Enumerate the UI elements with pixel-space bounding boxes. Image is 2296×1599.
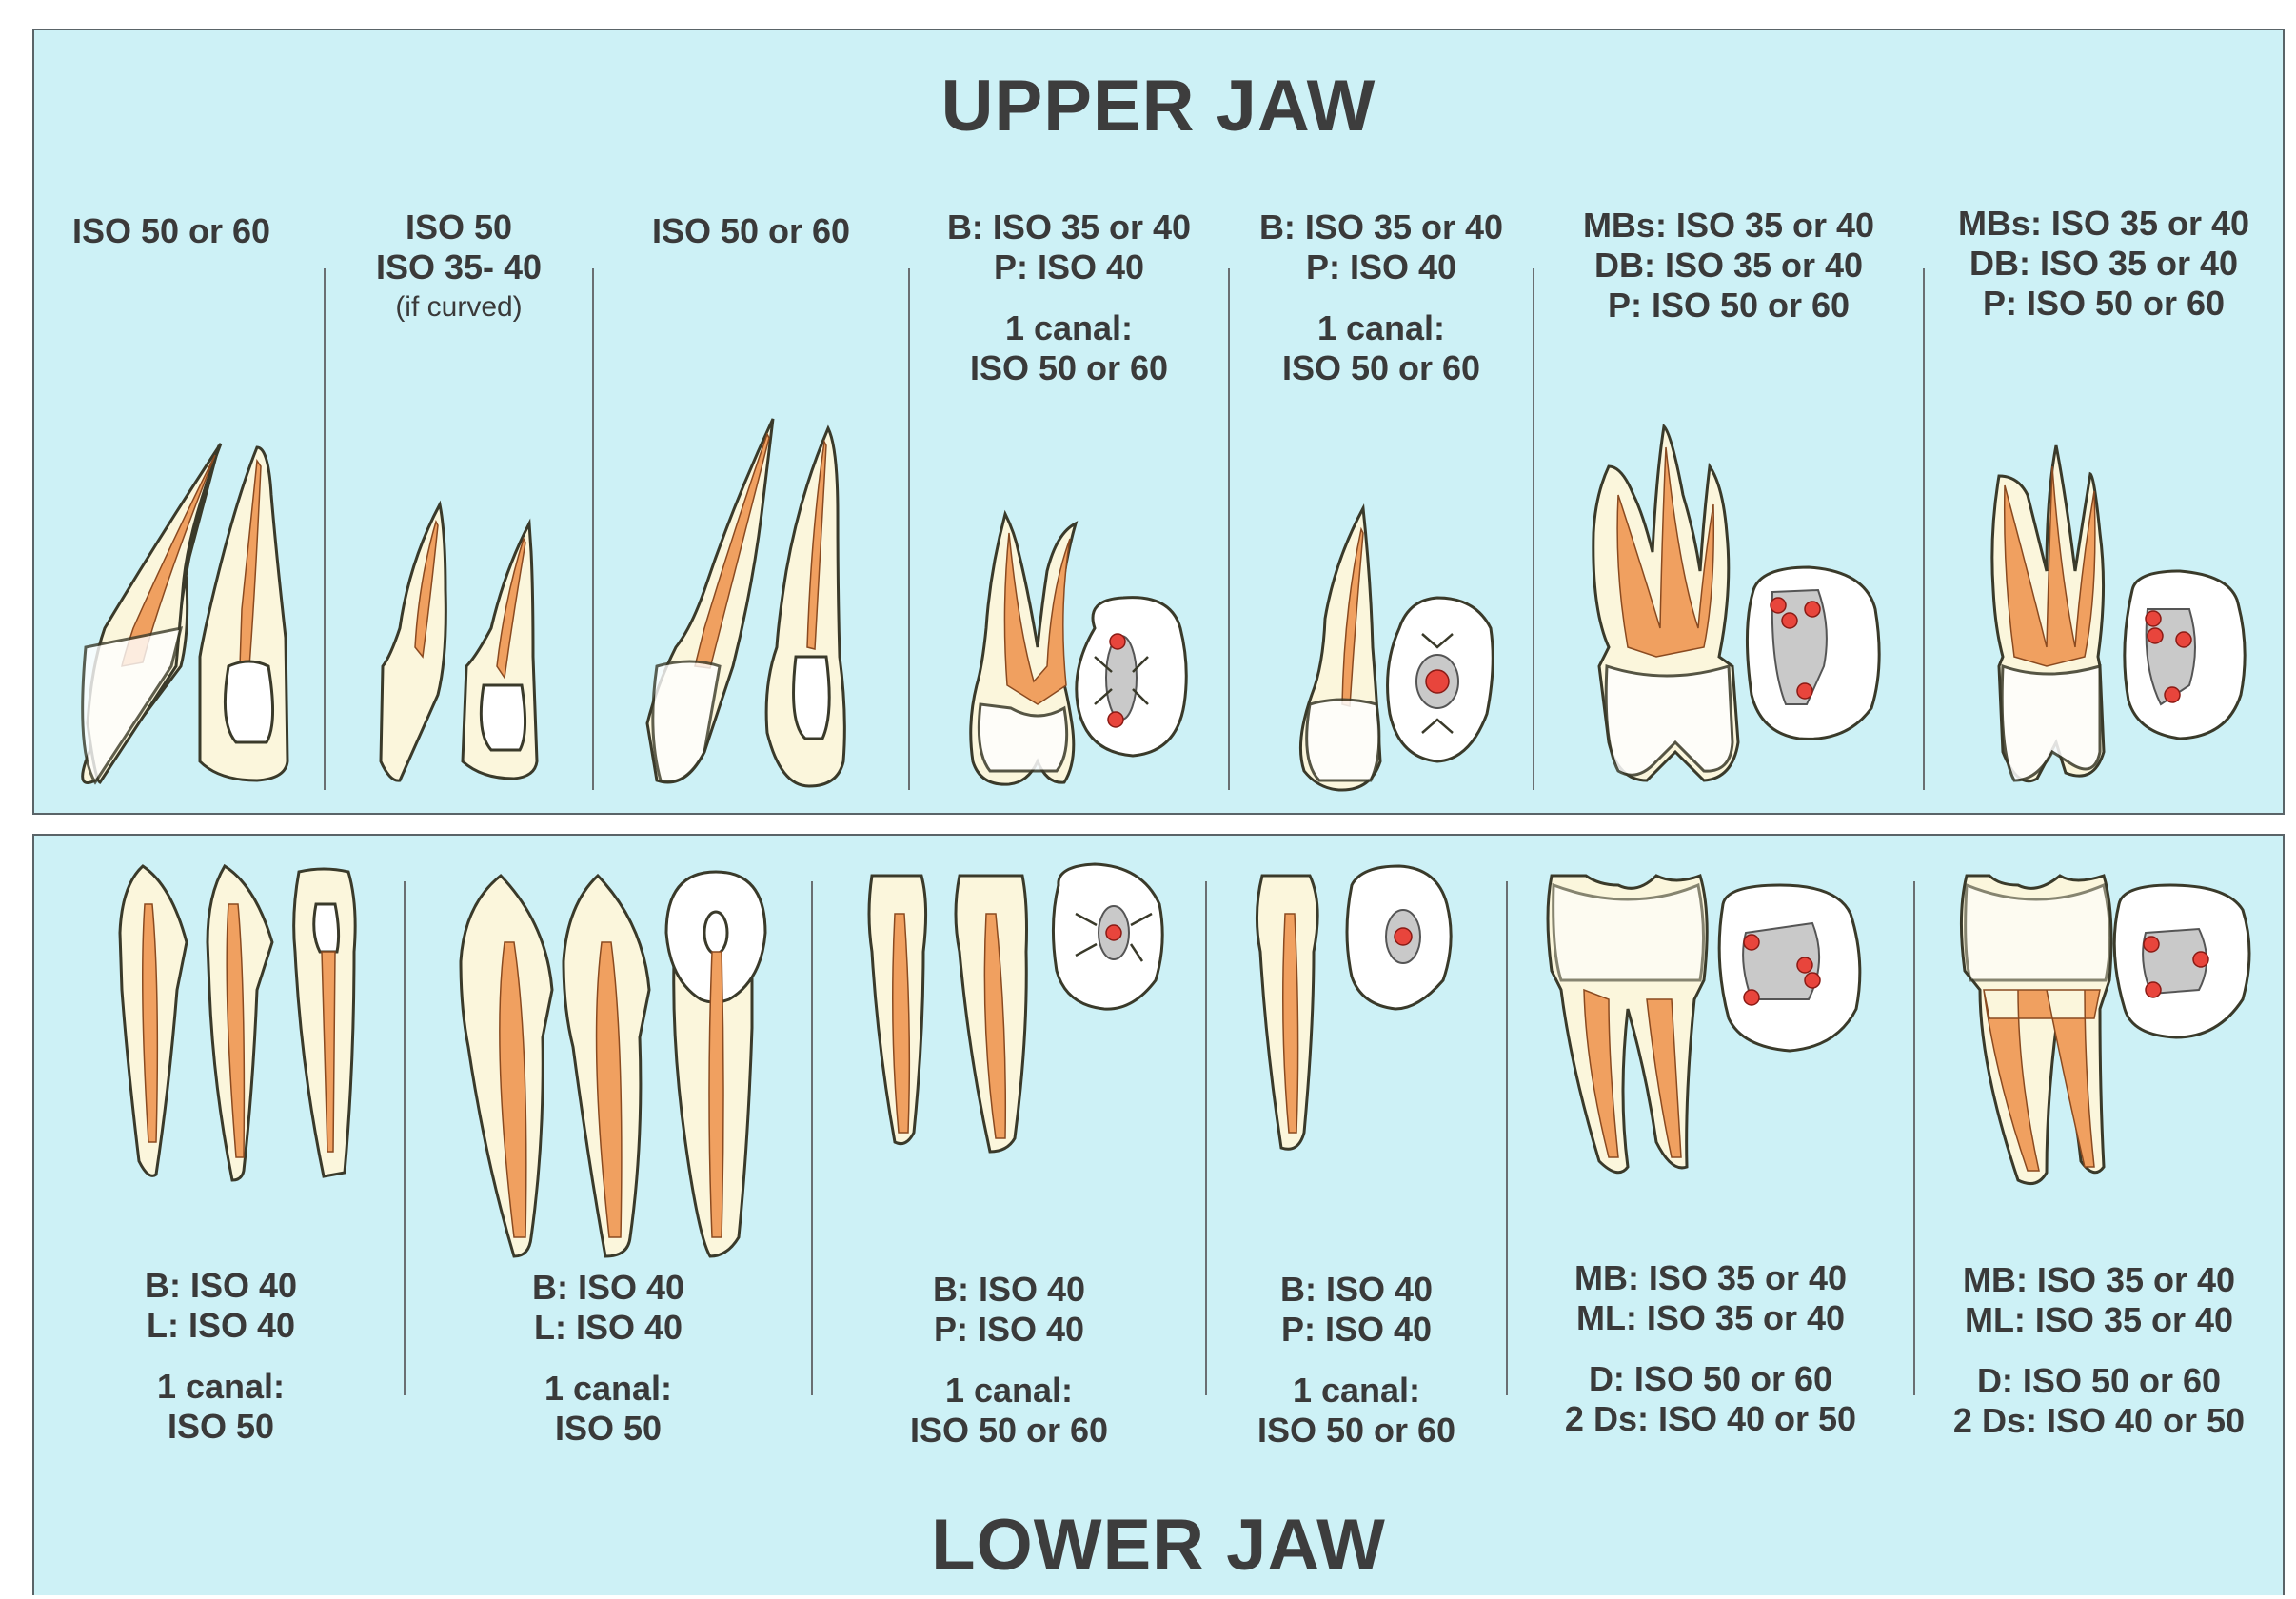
upper-central-incisor-facial xyxy=(198,445,289,782)
lower-label-canine: B: ISO 40 L: ISO 40 1 canal: ISO 50 xyxy=(531,1268,685,1448)
lower-label-incisors: B: ISO 40 L: ISO 40 1 canal: ISO 50 xyxy=(144,1266,298,1446)
upper-separator xyxy=(592,268,594,790)
lower-separator xyxy=(811,881,813,1395)
lower-incisor-facial xyxy=(292,867,357,1178)
lower-second-premolar-side xyxy=(1255,874,1319,1151)
lower-incisor-side-1 xyxy=(118,864,188,1177)
upper-central-incisor-side xyxy=(81,443,223,785)
upper-first-premolar-occlusal xyxy=(1075,596,1188,758)
upper-separator xyxy=(1228,268,1230,790)
lower-first-premolar-side-1 xyxy=(867,874,928,1146)
lower-second-premolar-occlusal xyxy=(1345,864,1453,1011)
upper-separator xyxy=(908,268,910,790)
upper-second-molar-side xyxy=(1990,444,2106,783)
lower-first-molar-side xyxy=(1546,874,1709,1175)
upper-canine-facial xyxy=(764,424,846,788)
upper-second-premolar-side xyxy=(1298,503,1382,792)
upper-jaw-title: UPPER JAW xyxy=(940,66,1376,147)
lower-separator xyxy=(1913,881,1915,1395)
lower-label-second-premolar: B: ISO 40 P: ISO 40 1 canal: ISO 50 or 6… xyxy=(1257,1270,1456,1450)
upper-first-molar-occlusal xyxy=(1745,565,1881,740)
lower-label-second-molar: MB: ISO 35 or 40 ML: ISO 35 or 40 D: ISO… xyxy=(1952,1260,2246,1440)
lower-canine-side-2 xyxy=(562,873,651,1258)
lower-jaw-title: LOWER JAW xyxy=(931,1505,1386,1586)
upper-lateral-incisor-facial xyxy=(461,518,539,780)
upper-label-lateral-incisor: ISO 50 ISO 35- 40 (if curved) xyxy=(375,207,543,323)
lower-canine-side-1 xyxy=(459,873,554,1258)
lower-label-first-premolar: B: ISO 40 P: ISO 40 1 canal: ISO 50 or 6… xyxy=(909,1270,1109,1450)
upper-label-first-premolar: B: ISO 35 or 40 P: ISO 40 1 canal: ISO 5… xyxy=(946,207,1192,387)
upper-lateral-incisor-side xyxy=(379,500,447,782)
upper-second-molar-occlusal xyxy=(2123,569,2247,740)
upper-second-premolar-occlusal xyxy=(1386,596,1494,763)
upper-first-premolar-side xyxy=(969,509,1079,786)
upper-label-canine: ISO 50 or 60 xyxy=(651,211,851,250)
lower-second-molar-side xyxy=(1959,874,2113,1186)
upper-label-second-premolar: B: ISO 35 or 40 P: ISO 40 1 canal: ISO 5… xyxy=(1258,207,1504,387)
upper-separator xyxy=(1533,268,1534,790)
lower-incisor-side-2 xyxy=(206,863,274,1182)
upper-canine-side xyxy=(645,418,775,784)
upper-separator xyxy=(1923,268,1925,790)
upper-label-central-incisor: ISO 50 or 60 xyxy=(71,211,271,250)
lower-separator xyxy=(1205,881,1207,1395)
lower-second-molar-occlusal xyxy=(2112,883,2251,1039)
lower-separator xyxy=(404,881,406,1395)
upper-label-second-molar: MBs: ISO 35 or 40 DB: ISO 35 or 40 P: IS… xyxy=(1957,204,2250,323)
upper-first-molar-side xyxy=(1592,423,1740,782)
upper-separator xyxy=(324,268,326,790)
lower-first-premolar-occlusal xyxy=(1051,862,1164,1011)
lower-label-first-molar: MB: ISO 35 or 40 ML: ISO 35 or 40 D: ISO… xyxy=(1564,1258,1857,1438)
lower-first-molar-occlusal xyxy=(1717,883,1862,1053)
upper-label-first-molar: MBs: ISO 35 or 40 DB: ISO 35 or 40 P: IS… xyxy=(1582,206,1875,325)
lower-first-premolar-side-2 xyxy=(954,874,1028,1154)
lower-canine-facial xyxy=(664,870,767,1258)
lower-separator xyxy=(1506,881,1508,1395)
